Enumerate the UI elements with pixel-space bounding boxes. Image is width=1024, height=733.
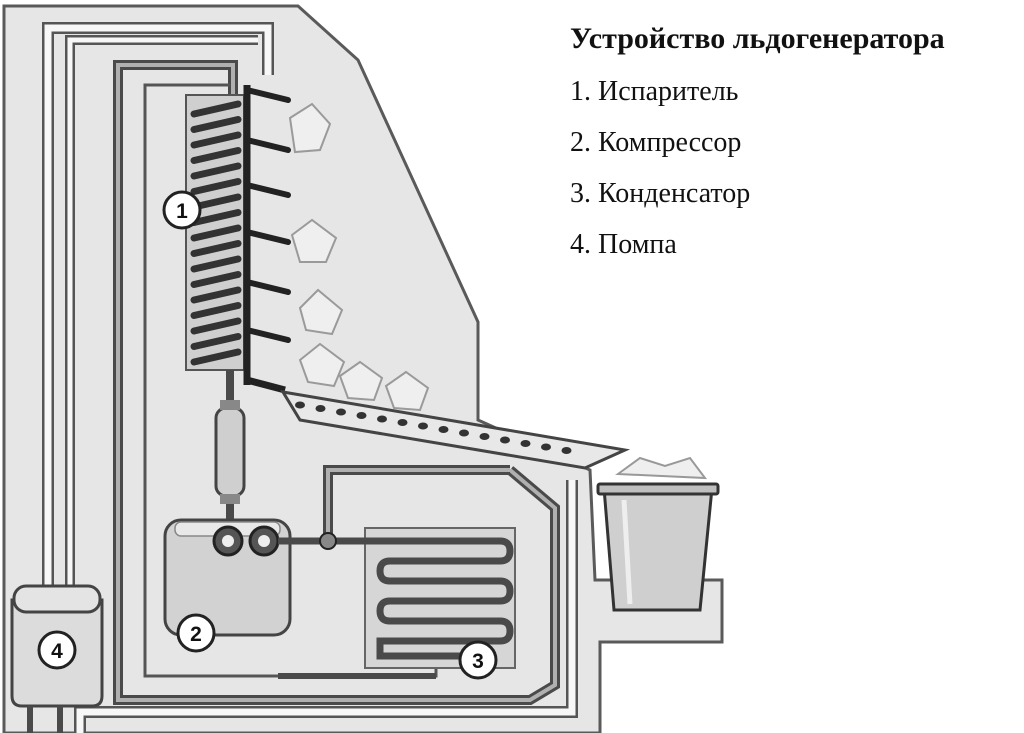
chute-hole <box>500 436 510 444</box>
callout-evaporator: 1 <box>162 190 202 230</box>
evaporator-coil <box>190 224 242 242</box>
evaporator-coil <box>190 116 242 133</box>
evaporator-coil <box>190 100 242 118</box>
filter-drier <box>214 400 246 540</box>
chute-hole <box>459 429 469 437</box>
callout-pump: 4 <box>37 630 77 670</box>
callout-compressor: 2 <box>176 613 216 653</box>
mould-finger <box>244 137 291 153</box>
callout-condenser-number: 3 <box>472 650 484 673</box>
callout-condenser: 3 <box>458 640 498 680</box>
evaporator-coil <box>190 348 242 366</box>
refrigerant-pipe-loop <box>113 60 560 705</box>
chute-hole <box>520 440 531 447</box>
evaporator-coil <box>190 209 242 226</box>
legend-title: Устройство льдогенератора <box>570 22 945 55</box>
chute-hole <box>377 415 387 423</box>
chute-hole <box>438 426 449 433</box>
callout-pump-number: 4 <box>51 640 63 663</box>
ice-chute <box>280 389 631 470</box>
chute-hole <box>336 408 346 416</box>
ice-bucket <box>596 456 720 612</box>
legend-item-pump: 4. Помпа <box>570 229 677 260</box>
legend-item-compressor: 2. Компрессор <box>570 127 742 158</box>
callout-compressor-number: 2 <box>190 623 202 646</box>
chute-hole <box>479 433 490 440</box>
evaporator-coil <box>190 193 242 211</box>
evaporator-coil <box>190 162 242 180</box>
mould-finger <box>244 182 291 198</box>
compressor <box>163 518 355 637</box>
evaporator-coil <box>190 255 242 273</box>
ice-mould-plate <box>243 85 291 394</box>
legend-item-evaporator: 1. Испаритель <box>570 76 739 107</box>
chute-hole <box>295 401 305 409</box>
chute-hole <box>356 412 367 419</box>
evaporator-coil <box>190 147 242 164</box>
mould-finger <box>244 279 291 295</box>
chute-hole <box>418 422 428 430</box>
evaporator-coil <box>190 178 242 195</box>
chute-hole <box>561 447 572 454</box>
mould-finger <box>244 229 291 245</box>
legend-item-condenser: 3. Конденсатор <box>570 178 751 209</box>
legend: Устройство льдогенератора 1. Испаритель … <box>570 22 945 280</box>
mould-finger <box>244 87 291 103</box>
evaporator-coil <box>190 240 242 257</box>
evaporator-coil <box>190 131 242 149</box>
chute-hole <box>397 419 408 426</box>
evaporator-coil <box>190 333 242 350</box>
evaporator-coil <box>190 286 242 304</box>
evaporator-coil <box>190 271 242 288</box>
chute-hole <box>541 443 551 451</box>
evaporator <box>185 94 245 400</box>
mould-finger <box>244 327 291 343</box>
chute-hole <box>315 405 326 412</box>
ice-cubes <box>288 102 430 412</box>
evaporator-coil <box>190 317 242 335</box>
callout-evaporator-number: 1 <box>176 200 188 223</box>
evaporator-coil <box>190 302 242 319</box>
